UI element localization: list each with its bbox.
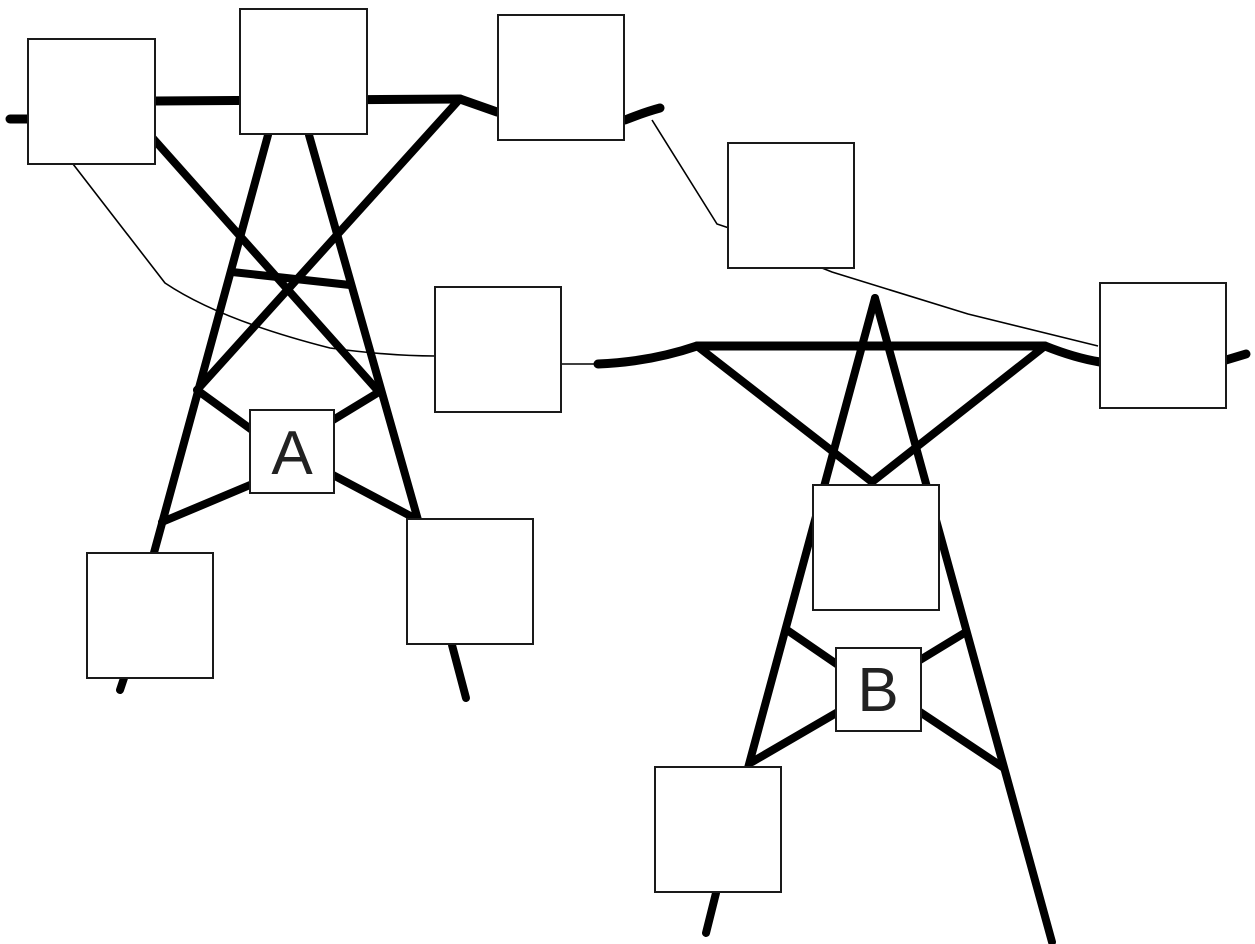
tower-b-brace-lower-l1 [783, 626, 842, 669]
tower-a-brace-right-arm [193, 97, 462, 394]
tower-a [5, 94, 502, 702]
tower-b-brace-left-arm [693, 342, 876, 486]
wire-right-span-2 [821, 267, 1099, 347]
tower-b-right-leg [871, 294, 1056, 944]
tower-b-arm-left-end [593, 341, 702, 369]
wire-right-short-end [620, 103, 665, 125]
tower-b-label-box: B [835, 647, 922, 732]
tower-a-brace-lower-r2 [329, 471, 422, 524]
tower-a-left-leg [148, 131, 272, 564]
blank-label-box [727, 142, 855, 269]
tower-b-brace-lower-l2 [748, 708, 842, 766]
wires [72, 103, 1099, 365]
tower-b-left-leg [744, 294, 879, 772]
blank-label-box [497, 14, 625, 141]
tower-b-brace-right-arm [868, 342, 1049, 486]
blank-label-box [86, 552, 214, 679]
tower-b-brace-lower-r2 [916, 708, 1008, 772]
tower-b-arm-far-right-end [1221, 349, 1251, 365]
tower-a-label-box: A [249, 409, 335, 494]
tower-b-brace-lower-r1 [916, 628, 970, 664]
tower-a-brace-upper-x1 [228, 268, 354, 289]
tower-b-left-leg-foot [702, 889, 720, 937]
blank-label-box [434, 286, 562, 413]
tower-a-brace-lower-l2 [158, 481, 254, 526]
wire-left-span [72, 163, 436, 357]
blank-label-box [654, 766, 782, 893]
tower-b [593, 294, 1251, 944]
tower-a-brace-lower-l1 [193, 386, 256, 434]
blank-label-box [1099, 282, 1227, 409]
tower-a-brace-lower-r1 [329, 388, 383, 424]
tower-a-right-leg [305, 131, 422, 524]
tower-a-right-leg-foot [448, 641, 470, 702]
tower-b-label: B [857, 656, 898, 725]
blank-label-box [406, 518, 534, 645]
blank-label-box [27, 38, 156, 165]
tower-a-left-leg-foot [116, 674, 128, 694]
blank-label-box [239, 8, 368, 135]
tower-a-arm-right-end [455, 94, 502, 117]
label-boxes [27, 8, 1227, 893]
tower-a-label: A [271, 419, 313, 488]
tower-b-arm-right-end [1040, 341, 1105, 367]
wire-right-span-1 [651, 119, 730, 229]
blank-label-box [812, 484, 940, 611]
